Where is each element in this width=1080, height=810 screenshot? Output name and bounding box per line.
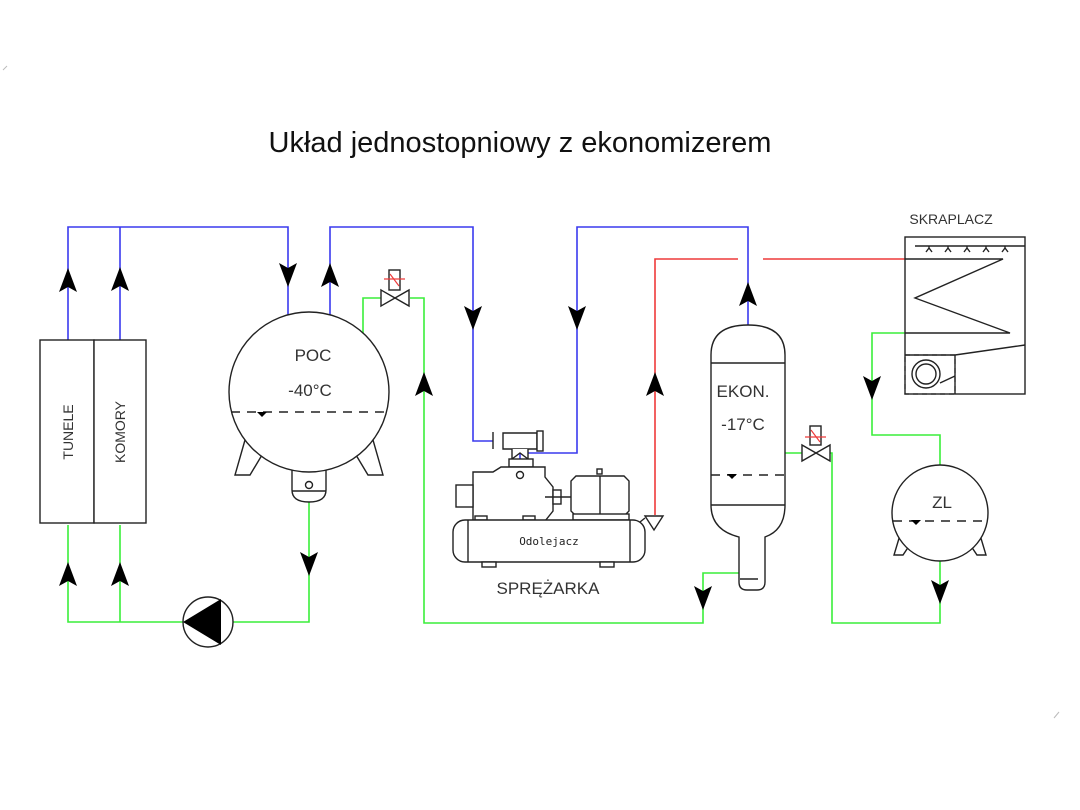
liquid-receiver: ZL <box>891 464 989 562</box>
arrow-up-icon <box>415 372 433 396</box>
liquid-level-icon <box>911 520 921 525</box>
label-receiver: ZL <box>932 493 952 512</box>
corner-mark <box>1053 711 1060 719</box>
arrow-down-icon <box>863 376 881 400</box>
discharge-line <box>654 258 738 515</box>
evaporator-komory <box>93 339 147 524</box>
spray-nozzles <box>925 246 1009 253</box>
arrow-up-icon <box>646 372 664 396</box>
arrow-down-icon <box>279 263 297 287</box>
suction-line-poc-compressor <box>329 226 493 442</box>
suction-line-ekon-compressor <box>519 226 749 475</box>
diagram-title: Układ jednostopniowy z ekonomizerem <box>269 127 772 159</box>
arrow-down-icon <box>694 586 712 610</box>
label-compressor: SPRĘŻARKA <box>497 579 601 598</box>
flow-arrows <box>59 263 949 610</box>
evaporators: TUNELE KOMORY <box>39 339 147 524</box>
condenser <box>904 236 1026 395</box>
label-ekon: EKON. <box>717 382 770 401</box>
compressor: Odolejacz <box>452 430 665 568</box>
liquid-level-icon <box>257 412 267 417</box>
liquid-level-icon <box>727 474 737 479</box>
poc-separator: POC -40°C <box>228 311 390 503</box>
arrow-down-icon <box>464 306 482 330</box>
label-condenser: SKRAPLACZ <box>909 211 993 227</box>
label-tunele: TUNELE <box>60 404 76 459</box>
arrow-up-icon <box>111 267 129 291</box>
arrow-up-icon <box>59 562 77 586</box>
arrow-up-icon <box>59 268 77 292</box>
corner-mark <box>2 65 8 71</box>
label-ekon-temp: -17°C <box>721 415 765 434</box>
expansion-valve-ekon <box>801 425 831 463</box>
label-komory: KOMORY <box>112 400 128 463</box>
label-poc-temp: -40°C <box>288 381 332 400</box>
arrow-down-icon <box>568 306 586 330</box>
liquid-line-poc-pump <box>233 485 310 623</box>
arrow-down-icon <box>931 580 949 604</box>
economizer: EKON. -17°C <box>710 324 786 591</box>
suction-line-evaporators <box>67 226 289 340</box>
liquid-line-condenser-receiver <box>871 332 941 470</box>
arrow-up-icon <box>321 263 339 287</box>
label-poc: POC <box>295 346 332 365</box>
liquid-line-ekon-poc <box>410 297 748 624</box>
liquid-line-pump-evaporators <box>67 525 183 623</box>
expansion-valve-poc <box>380 269 410 308</box>
arrow-down-icon <box>300 552 318 576</box>
arrow-up-icon <box>111 562 129 586</box>
label-oil-separator: Odolejacz <box>519 535 579 548</box>
pump <box>182 596 234 648</box>
arrow-up-icon <box>739 282 757 306</box>
evaporator-tunele <box>39 339 95 524</box>
